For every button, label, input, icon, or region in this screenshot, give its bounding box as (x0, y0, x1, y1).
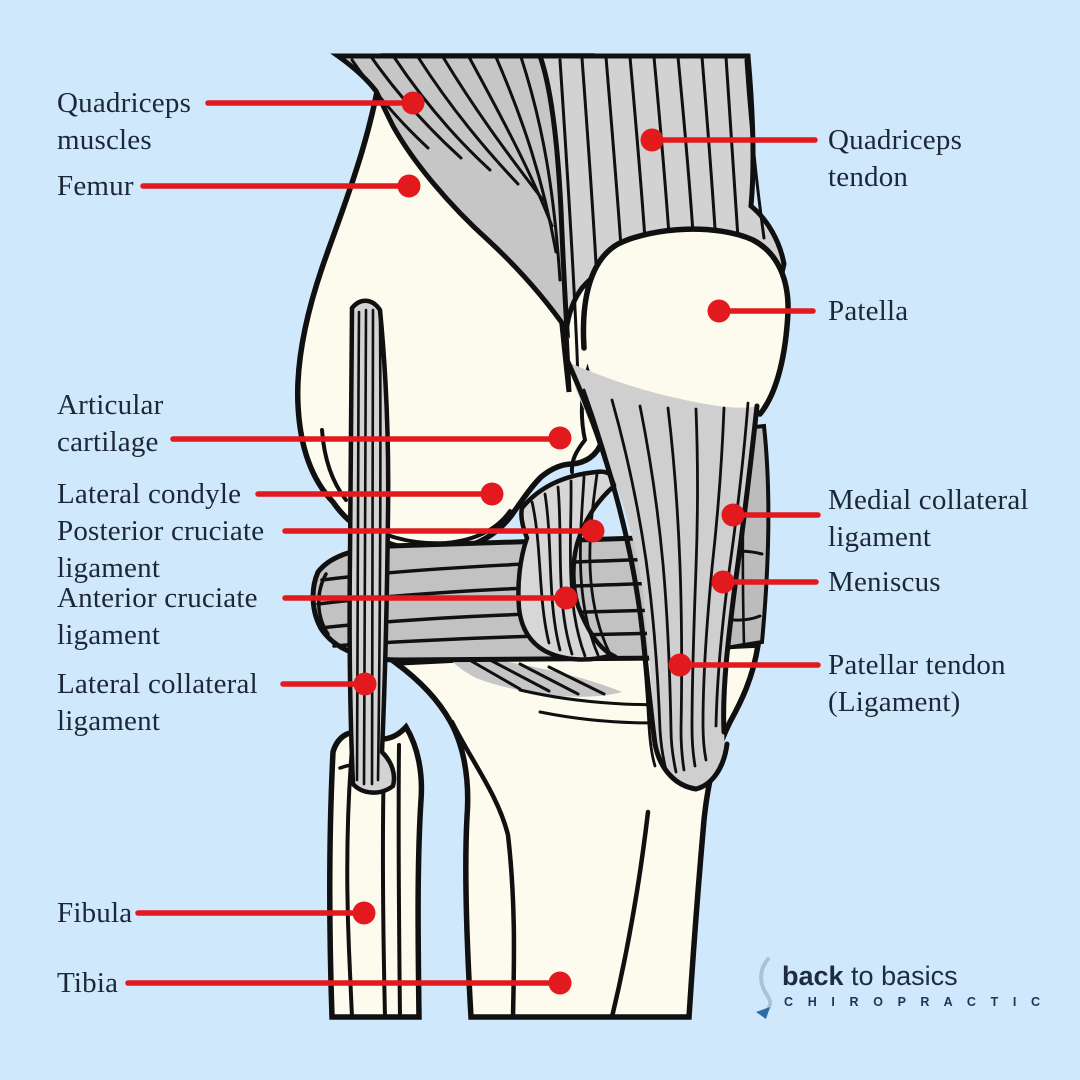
leader-patella (707, 299, 816, 323)
label-patellar-tendon: Patellar tendon (Ligament) (828, 649, 1006, 718)
leader-tibia (125, 971, 572, 995)
label-articular-cartilage: Articular cartilage (57, 389, 164, 458)
leader-medial-collateral (721, 503, 821, 527)
leader-femur (140, 174, 421, 198)
label-posterior-cruciate-ligament: Posterior cruciate ligament (57, 515, 265, 584)
label-tibia: Tibia (57, 967, 119, 999)
leader-lines (125, 91, 821, 995)
lateral-collateral-ligament-shape (347, 298, 397, 795)
patellar-tendon-shape (565, 359, 760, 792)
patella-shape (580, 226, 791, 431)
leader-anterior-cruciate (282, 586, 578, 610)
label-fibula: Fibula (57, 897, 133, 929)
brand-name-rest: to basics (843, 961, 958, 991)
label-meniscus: Meniscus (828, 566, 941, 598)
leader-articular-cartilage (170, 426, 572, 450)
leader-lateral-condyle (255, 482, 504, 506)
label-anterior-cruciate-ligament: Anterior cruciate ligament (57, 582, 258, 651)
brand-name-bold: back (782, 961, 844, 991)
quadriceps-muscles-shape (330, 53, 571, 339)
leader-fibula (135, 901, 376, 925)
brand-subtitle: C H I R O P R A C T I C (784, 995, 1046, 1009)
label-femur: Femur (57, 170, 134, 202)
label-patella: Patella (828, 295, 909, 327)
leader-posterior-cruciate (282, 519, 605, 543)
cruciate-ligaments-shape (516, 469, 618, 662)
leader-patellar-tendon (668, 653, 821, 677)
leader-quadriceps-tendon (640, 128, 818, 152)
leader-meniscus (711, 570, 819, 594)
label-medial-collateral-ligament: Medial collateral ligament (828, 484, 1029, 553)
label-lateral-condyle: Lateral condyle (57, 478, 242, 510)
label-lateral-collateral-ligament: Lateral collateral ligament (57, 668, 258, 737)
leader-quadriceps-muscles (205, 91, 425, 115)
leader-lateral-collateral (280, 672, 377, 696)
brand-name: back to basics (782, 961, 958, 992)
fibula-shape (327, 722, 425, 1020)
brand-logo: back to basics C H I R O P R A C T I C (748, 955, 1040, 1025)
label-quadriceps-muscles: Quadriceps muscles (57, 87, 192, 156)
label-quadriceps-tendon: Quadriceps tendon (828, 124, 963, 193)
spine-arrow-icon (756, 957, 773, 1019)
